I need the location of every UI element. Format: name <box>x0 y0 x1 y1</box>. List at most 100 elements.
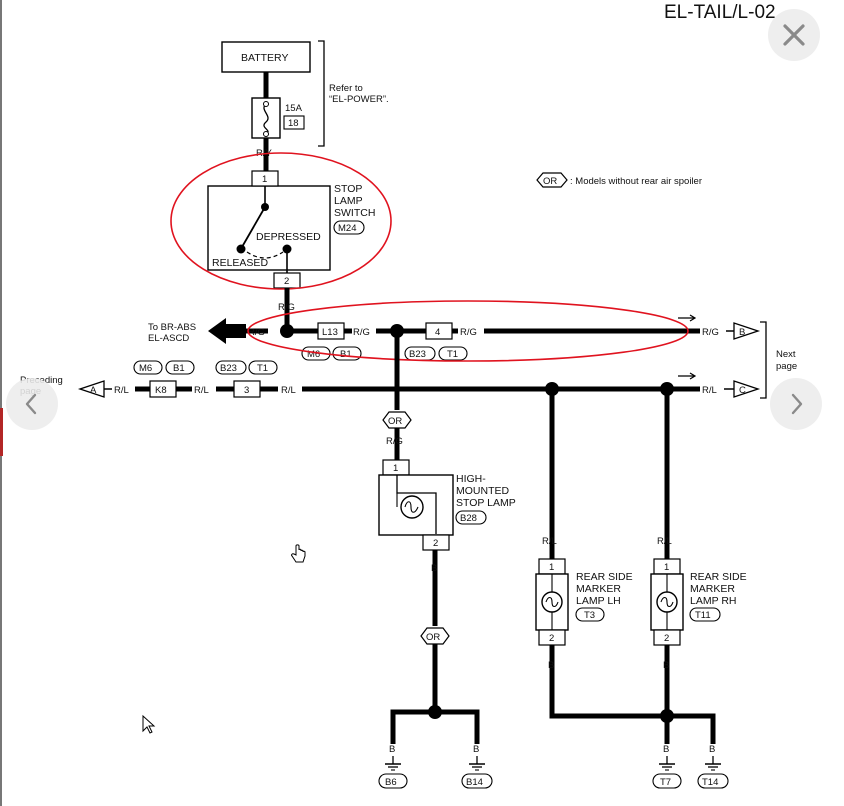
flow-arrow-rl <box>678 372 697 380</box>
stop-switch-line-3: SWITCH <box>334 207 375 219</box>
bus-rl-label-3: R/L <box>281 385 296 396</box>
bus-rg-label-2: R/G <box>353 327 370 338</box>
bulb-filament-rh <box>660 596 674 608</box>
highlight-oval-bus <box>247 300 689 362</box>
lh-pin2: 2 <box>549 633 554 644</box>
page-title: EL-TAIL/L-02 <box>664 2 776 23</box>
rh-line-2: MARKER <box>690 583 735 595</box>
fuse-number: 18 <box>288 118 299 129</box>
chevron-right-icon <box>791 393 803 415</box>
wire-hm-ground-split <box>390 709 480 744</box>
stop-switch-connector: M24 <box>338 223 356 234</box>
ground-b14-wire: B <box>473 744 479 755</box>
ground-t7-wire: B <box>663 744 669 755</box>
ground-b14-label: B14 <box>466 777 483 788</box>
lh-line-3: LAMP LH <box>576 595 621 607</box>
ground-t7: B T7 <box>652 744 682 789</box>
rh-pin1: 1 <box>664 562 669 573</box>
fuse-terminal-top <box>263 101 269 107</box>
bus-junction-1 <box>280 324 294 338</box>
bus-rg-label-3: R/G <box>460 327 477 338</box>
switch-contact-depressed <box>282 244 292 254</box>
or-tag-hm-box <box>382 411 412 429</box>
tag-b23-rl: B23 <box>220 363 237 374</box>
wire-lh-label: R/L <box>542 536 557 547</box>
ground-t14-label: T14 <box>702 777 718 788</box>
ground-t14-wire: B <box>709 744 715 755</box>
wire-lh-b-label: B <box>548 660 554 671</box>
legend-text: : Models without rear air spoiler <box>570 176 702 187</box>
hm-line-2: MOUNTED <box>456 485 509 497</box>
conn-pin4: 4 <box>435 327 440 338</box>
close-icon <box>783 24 805 46</box>
rh-line-3: LAMP RH <box>690 595 737 607</box>
hm-line-3: STOP LAMP <box>456 497 516 509</box>
stop-switch-pin1: 1 <box>262 174 267 185</box>
tag-m6-bus: M6 <box>307 349 320 360</box>
hm-connector: B28 <box>460 513 477 524</box>
next-page-line-1: Next <box>776 349 796 360</box>
ground-b6-label: B6 <box>385 777 397 788</box>
bus-rl-label-4: R/L <box>702 385 717 396</box>
tag-b1-rl-box <box>165 360 195 375</box>
wire-rh-label: R/L <box>657 536 672 547</box>
to-abs-line-1: To BR-ABS <box>148 322 196 333</box>
tag-t1-rl-box <box>248 360 278 375</box>
conn-pin3: 3 <box>244 385 249 396</box>
next-page-bracket <box>760 321 767 399</box>
tag-t1-rl: T1 <box>257 363 268 374</box>
rh-connector: T11 <box>695 610 711 621</box>
rh-pin2: 2 <box>664 633 669 644</box>
nav-c: C <box>739 385 746 396</box>
stop-switch-line-2: LAMP <box>334 195 363 207</box>
conn-l13: L13 <box>322 327 338 338</box>
refer-line-1: Refer to <box>329 83 363 94</box>
nav-c-arrow <box>733 380 761 398</box>
next-image-button[interactable] <box>770 378 822 430</box>
tag-b1-bus: B1 <box>340 349 352 360</box>
tag-m6-rl-box <box>133 360 163 375</box>
lh-pin1: 1 <box>549 562 554 573</box>
arrow-cursor-icon <box>142 714 156 734</box>
bulb-filament-hm <box>404 501 419 513</box>
next-page-line-2: page <box>776 361 797 372</box>
stop-switch-pin2: 2 <box>284 276 289 287</box>
wire-rg-drop-label: R/G <box>278 302 295 313</box>
nav-b-arrow <box>733 322 761 340</box>
chevron-left-icon <box>25 393 37 415</box>
previous-image-button[interactable] <box>6 378 58 430</box>
bus-rl-label-2: R/L <box>194 385 209 396</box>
viewer-left-edge <box>0 0 2 806</box>
tag-b1-rl: B1 <box>173 363 185 374</box>
ground-b6-wire: B <box>389 744 395 755</box>
hm-line-1: HIGH- <box>456 473 486 485</box>
tag-t1-bus-box <box>438 346 468 361</box>
flow-arrow-rg <box>678 314 697 322</box>
tag-b23-rl-box <box>215 360 247 375</box>
viewer-left-tab <box>0 408 3 456</box>
highlight-oval-switch <box>170 152 392 290</box>
or-tag-ground-box <box>420 627 450 645</box>
wire-hm-b-label: B <box>431 563 437 574</box>
nav-b: B <box>739 327 745 338</box>
hm-internal-wire <box>396 475 437 534</box>
ground-t7-label: T7 <box>660 777 671 788</box>
wire-hm-label: R/G <box>386 436 403 447</box>
ground-b6: B B6 <box>378 744 408 789</box>
switch-depressed-path <box>246 251 284 259</box>
tag-b23-bus: B23 <box>409 349 426 360</box>
refer-line-2: “EL-POWER”. <box>329 94 389 105</box>
legend-tag: OR <box>543 176 557 187</box>
close-button[interactable] <box>768 9 820 61</box>
to-abs-line-2: EL-ASCD <box>148 333 189 344</box>
stop-switch-box <box>207 185 331 271</box>
bulb-icon-hm <box>400 495 424 519</box>
hand-cursor-icon <box>291 544 306 563</box>
battery-box <box>221 41 311 73</box>
switch-released-label: RELEASED <box>212 257 268 269</box>
legend-tag-box <box>536 172 568 188</box>
ground-t14: B T14 <box>697 744 729 789</box>
switch-depressed-label: DEPRESSED <box>256 231 321 243</box>
lh-line-1: REAR SIDE <box>576 571 633 583</box>
